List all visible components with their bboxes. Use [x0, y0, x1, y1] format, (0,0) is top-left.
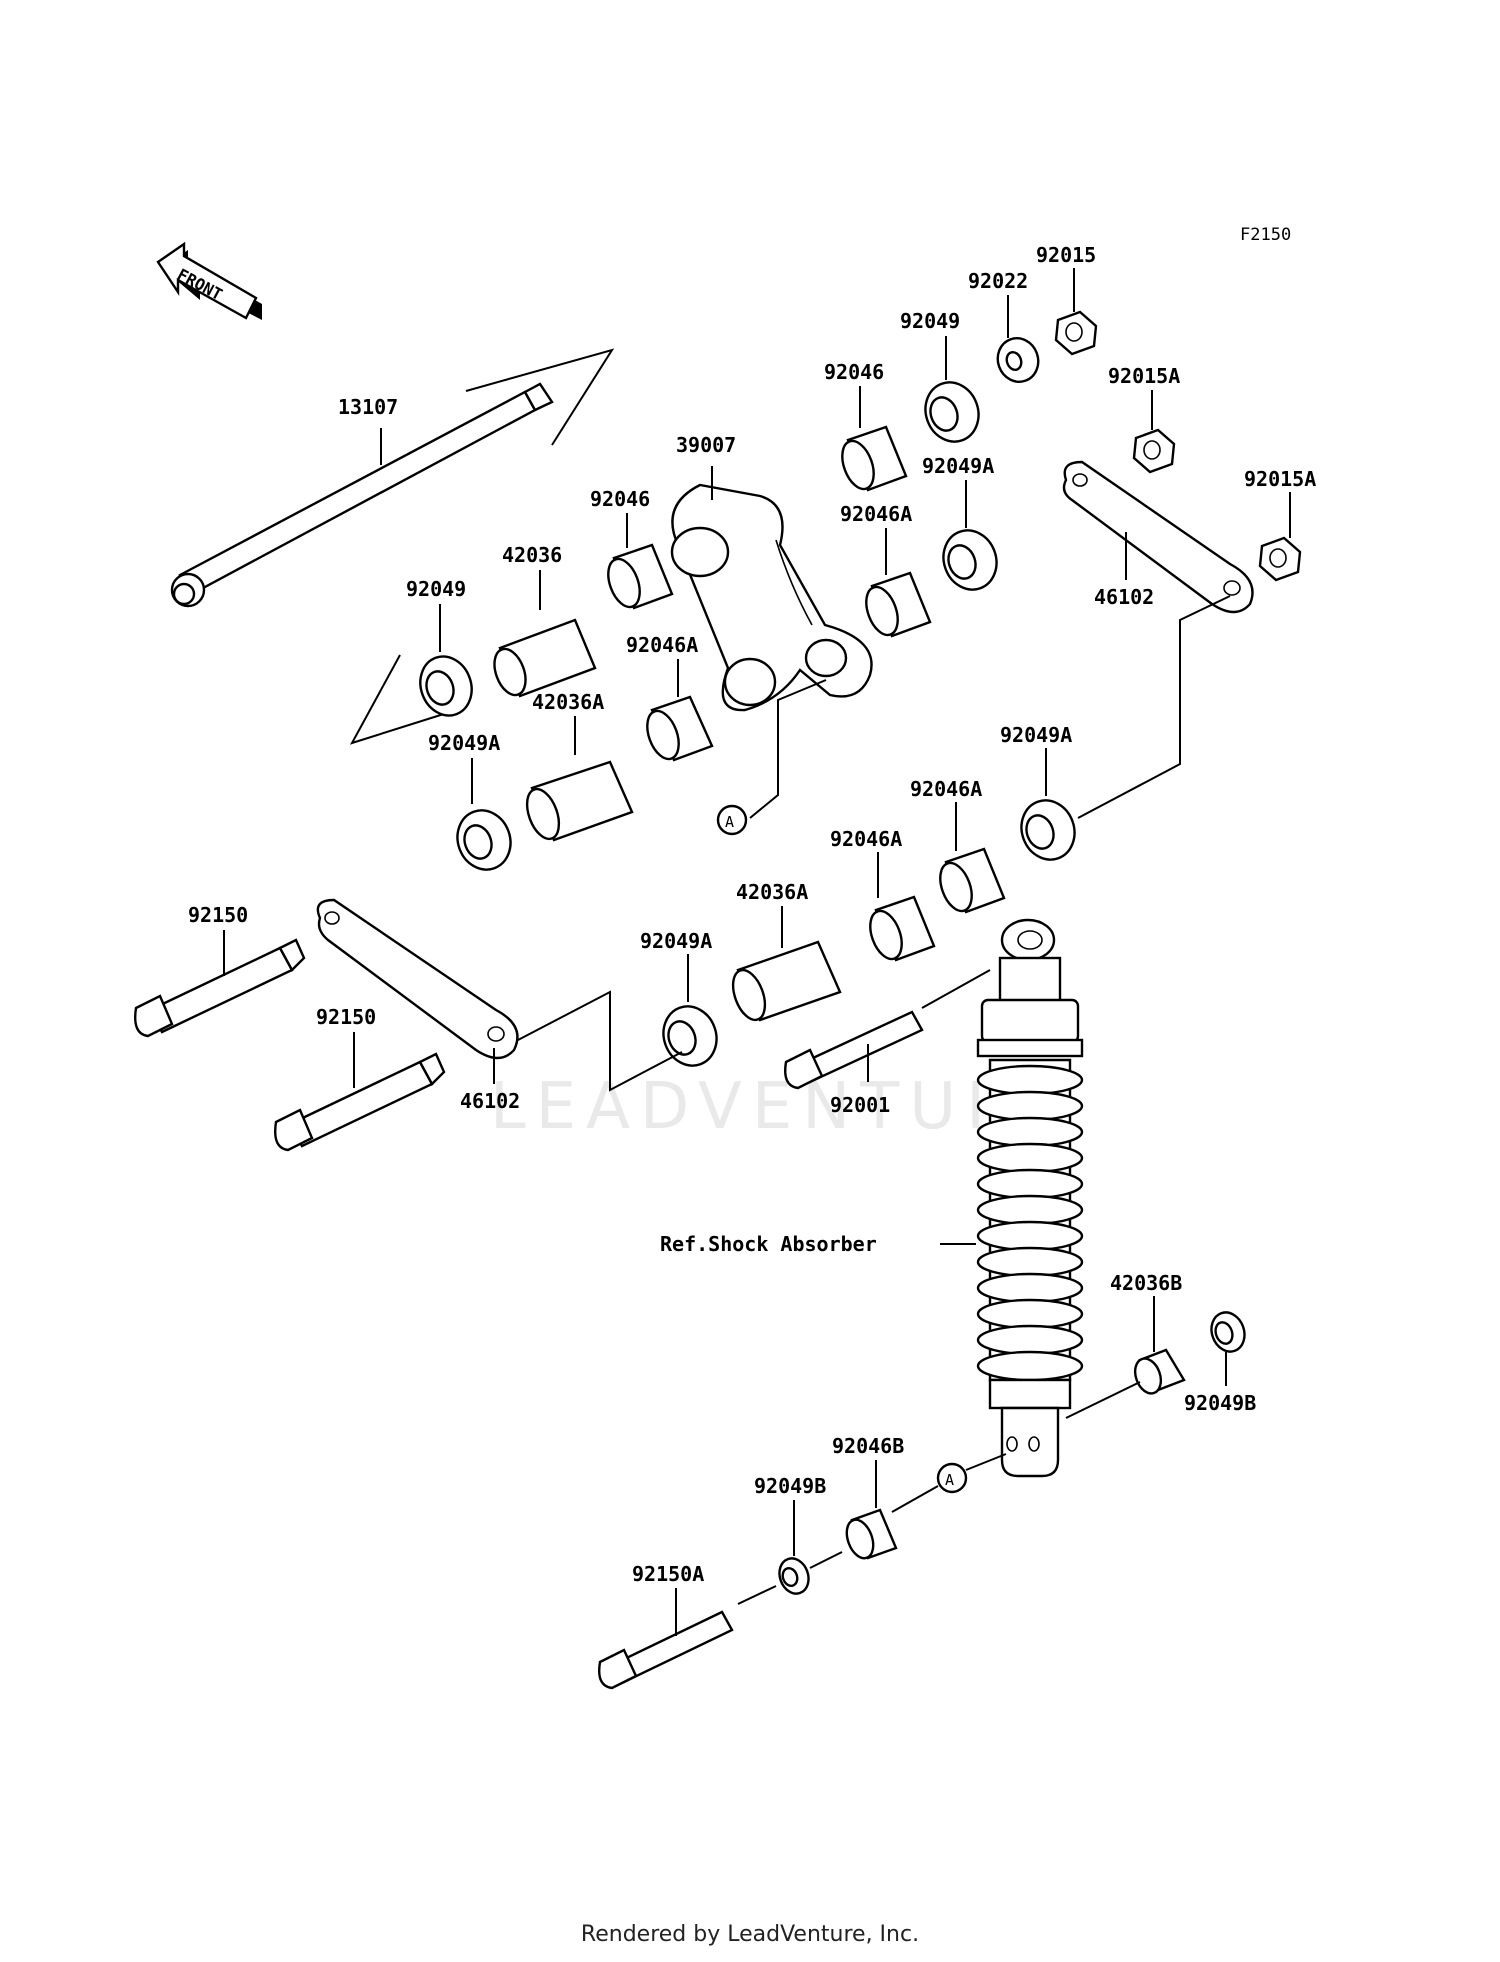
bolt-92150A	[598, 1610, 734, 1690]
oil-seal-92049-left	[419, 655, 473, 717]
part-label-92046A-left: 92046A	[626, 633, 698, 657]
oil-seal-92049A-left	[456, 809, 512, 871]
front-arrow-icon: FRONT	[156, 241, 262, 320]
collar-42036A-left	[525, 760, 634, 842]
part-label-42036A-left: 42036A	[532, 690, 604, 714]
part-label-92049-right: 92049	[900, 309, 960, 333]
oil-seal-92049B-lower	[778, 1557, 810, 1595]
needle-bearing-92046B	[845, 1508, 898, 1560]
part-label-92015: 92015	[1036, 243, 1096, 267]
washer-92022	[996, 337, 1040, 383]
tie-rod-46102-lower	[316, 898, 519, 1060]
collar-42036	[493, 618, 597, 698]
shock-absorber	[976, 918, 1084, 1478]
part-label-46102-lower: 46102	[460, 1089, 520, 1113]
nut-92015A-upper	[1132, 428, 1176, 474]
bolt-92001	[784, 1010, 924, 1090]
figure-code: F2150	[1240, 225, 1291, 245]
part-label-42036B: 42036B	[1110, 1271, 1182, 1295]
footer-credit: Rendered by LeadVenture, Inc.	[580, 1922, 920, 1947]
oil-seal-92049B-right	[1210, 1311, 1246, 1353]
part-label-92046B: 92046B	[832, 1434, 904, 1458]
rocker-arm-39007	[670, 483, 873, 712]
part-label-39007: 39007	[676, 433, 736, 457]
oil-seal-92049A-lower	[662, 1005, 718, 1067]
part-label-92046A-right-upper: 92046A	[840, 502, 912, 526]
part-label-92015A-right: 92015A	[1244, 467, 1316, 491]
needle-bearing-92046-right	[841, 425, 908, 492]
part-label-46102-upper: 46102	[1094, 585, 1154, 609]
collar-42036B	[1133, 1348, 1186, 1395]
part-label-92046-left: 92046	[590, 487, 650, 511]
part-label-13107: 13107	[338, 395, 398, 419]
part-label-92015A-upper: 92015A	[1108, 364, 1180, 388]
needle-bearing-92046A-lower	[869, 895, 936, 962]
part-label-92049B-right: 92049B	[1184, 1391, 1256, 1415]
part-label-92046A-lower: 92046A	[830, 827, 902, 851]
nut-92015A-right	[1258, 536, 1302, 582]
part-label-92046-right: 92046	[824, 360, 884, 384]
needle-bearing-92046A-left	[646, 695, 714, 762]
watermark-text: LEADVENTURE	[490, 1070, 1071, 1144]
part-label-42036A-lower: 42036A	[736, 880, 808, 904]
part-label-92150-lower: 92150	[316, 1005, 376, 1029]
reference-marker-a-lower: A	[945, 1471, 954, 1489]
part-label-92049A-left: 92049A	[428, 731, 500, 755]
oil-seal-92049A-right-upper	[942, 529, 998, 591]
needle-bearing-92046A-right-upper	[865, 571, 932, 638]
part-label-92049A-right-mid: 92049A	[1000, 723, 1072, 747]
part-label-92150A: 92150A	[632, 1562, 704, 1586]
nut-92015	[1054, 310, 1098, 356]
part-label-42036: 42036	[502, 543, 562, 567]
part-label-92046A-right-mid: 92046A	[910, 777, 982, 801]
oil-seal-92049-right	[924, 381, 980, 443]
bolt-92150-lower	[274, 1052, 446, 1152]
part-label-92049A-lower: 92049A	[640, 929, 712, 953]
oil-seal-92049A-right-mid	[1020, 799, 1076, 861]
reference-marker-a-upper: A	[725, 813, 734, 831]
collar-42036A-lower	[731, 940, 842, 1022]
needle-bearing-92046-left	[607, 543, 674, 610]
pivot-shaft-13107	[170, 382, 554, 608]
ref-shock-absorber-label: Ref.Shock Absorber	[660, 1232, 877, 1256]
part-label-92049-left: 92049	[406, 577, 466, 601]
needle-bearing-92046A-right-mid	[939, 847, 1006, 914]
bolt-92150-upper	[134, 938, 306, 1038]
part-label-92150-upper: 92150	[188, 903, 248, 927]
part-label-92001: 92001	[830, 1093, 890, 1117]
tie-rod-46102-upper	[1062, 460, 1254, 614]
part-label-92022: 92022	[968, 269, 1028, 293]
part-label-92049A-right-upper: 92049A	[922, 454, 994, 478]
part-label-92049B-lower: 92049B	[754, 1474, 826, 1498]
